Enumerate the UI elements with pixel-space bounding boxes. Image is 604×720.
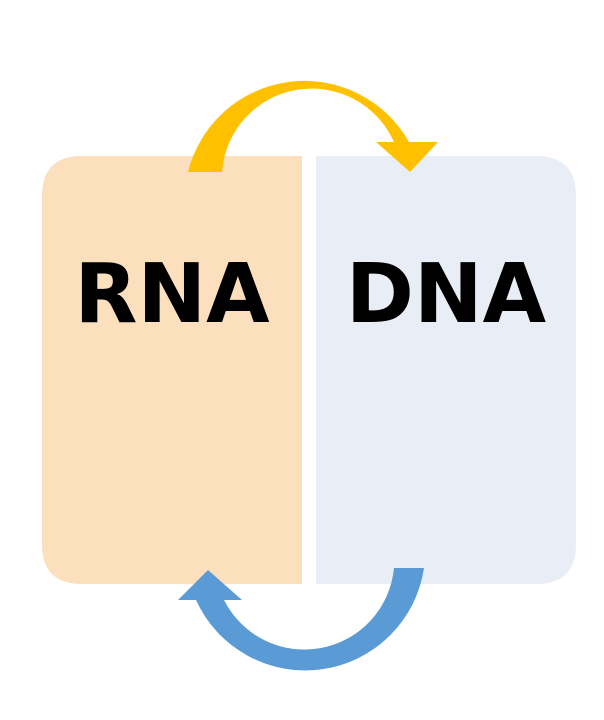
rna-label: RNA — [74, 247, 270, 342]
dna-panel — [316, 156, 576, 584]
rna-panel — [42, 156, 302, 584]
curved-arrow-right-icon — [188, 80, 438, 172]
rna-to-dna-arrow — [188, 80, 438, 172]
dna-to-rna-arrow — [178, 568, 424, 671]
curved-arrow-left-icon — [178, 568, 424, 671]
dna-label: DNA — [345, 247, 547, 342]
